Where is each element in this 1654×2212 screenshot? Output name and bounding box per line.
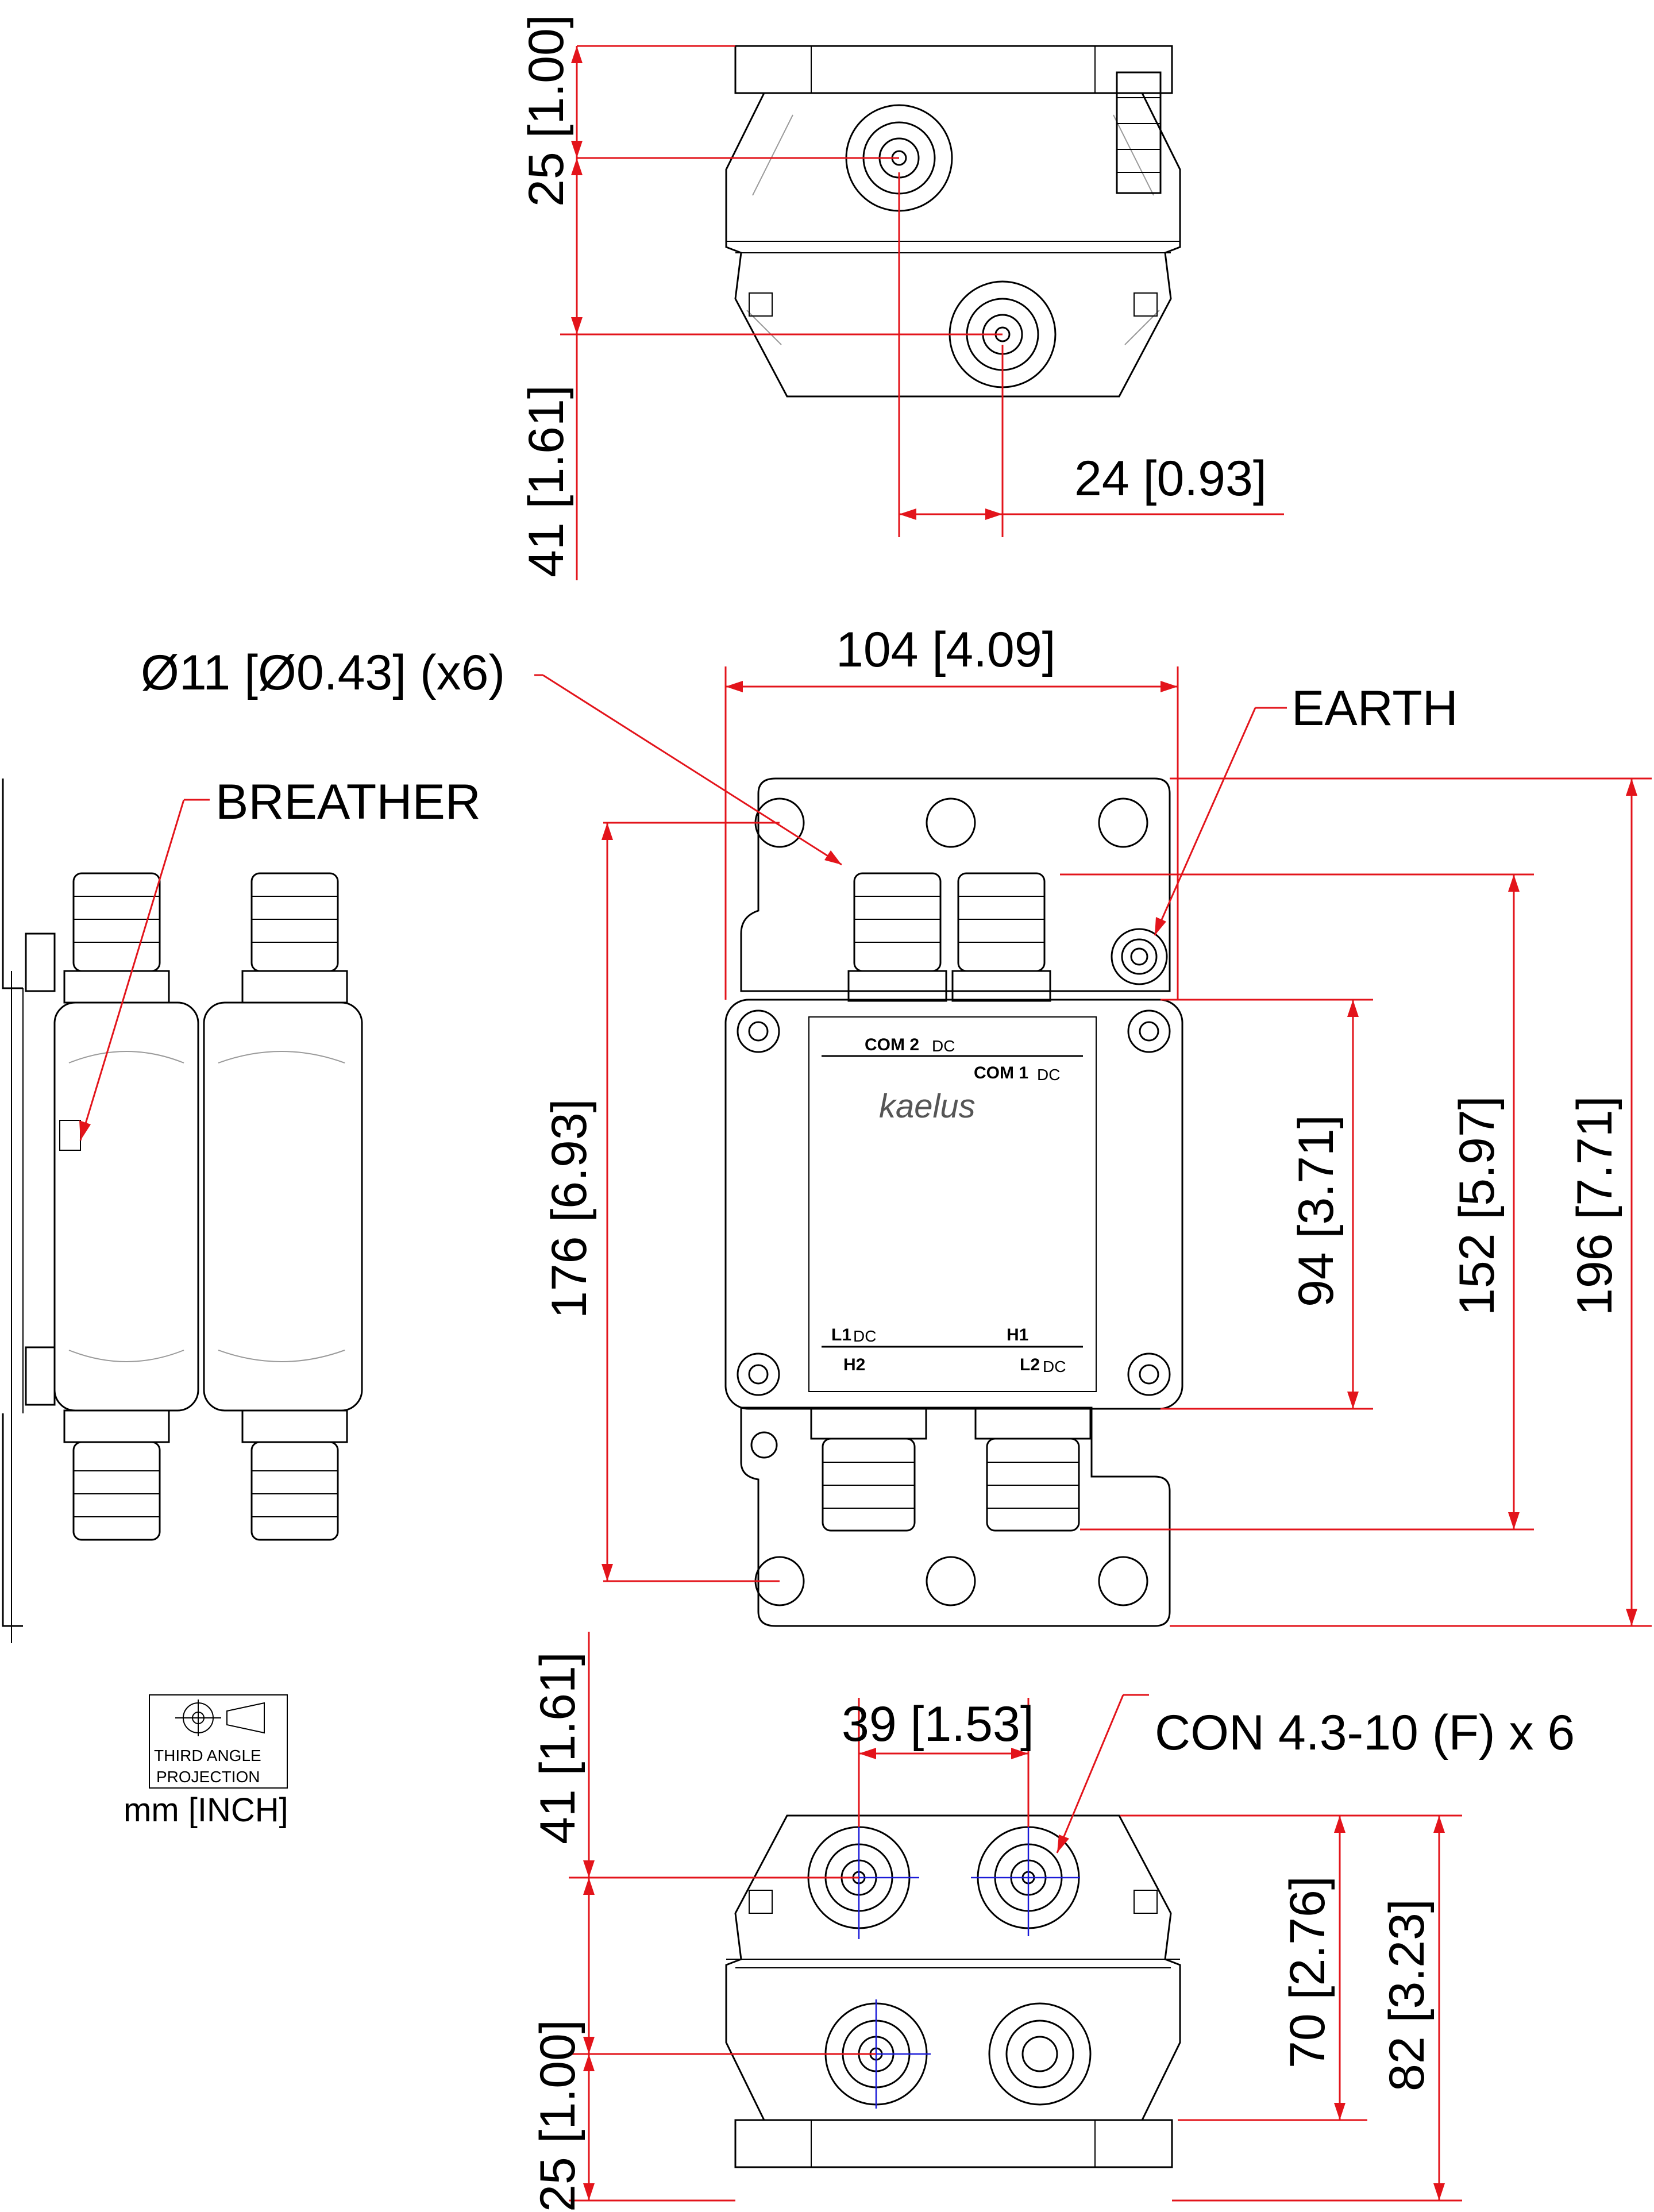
front-connector-top-right xyxy=(951,872,1051,1002)
dim-body-height: 94 [3.71] xyxy=(1289,1115,1344,1307)
top-view-dimensions xyxy=(560,45,1284,580)
projection-cone-icon xyxy=(226,1702,265,1734)
bottom-view-flange xyxy=(734,2119,1173,2168)
top-view-flange xyxy=(734,45,1173,94)
earth-stud xyxy=(1111,928,1168,985)
side-view-bracket-inner xyxy=(11,971,24,1643)
panel-label-com1: COM 1 xyxy=(974,1063,1028,1082)
dim-bottom-offset-lower: 25 [1.00] xyxy=(530,2020,585,2212)
bottom-view-dimensions xyxy=(569,1632,1462,2202)
panel-label-com1-dc: DC xyxy=(1037,1066,1060,1084)
mounting-hole xyxy=(926,797,976,848)
mounting-hole xyxy=(1098,797,1148,848)
side-view-body-left xyxy=(53,1001,199,1412)
bottom-view-screw-right xyxy=(1133,1890,1158,1914)
bottom-view xyxy=(725,1814,1181,2168)
brand-logo: kaelus xyxy=(879,1088,976,1125)
mounting-holes xyxy=(750,797,1148,1606)
breather-leader xyxy=(79,799,210,1141)
side-view-earth-stud xyxy=(25,932,56,992)
mounting-plate-bottom xyxy=(740,1406,1171,1627)
front-connector-bottom-left xyxy=(810,1408,927,1532)
dim-width: 104 [4.09] xyxy=(836,622,1056,677)
top-view-flange-inner xyxy=(811,45,1096,94)
mounting-hole xyxy=(926,1556,976,1606)
bottom-connector xyxy=(988,2002,1092,2106)
panel-label-l1: L1 xyxy=(831,1325,851,1344)
side-view-connector-bottom-left xyxy=(63,1409,170,1541)
dim-hole-pitch: 176 [6.93] xyxy=(542,1099,597,1319)
dim-depth-overall: 82 [3.23] xyxy=(1379,1899,1435,2091)
units-label: mm [INCH] xyxy=(124,1791,288,1829)
dim-top-offset-upper: 25 [1.00] xyxy=(519,14,574,207)
enclosure-body xyxy=(724,999,1183,1410)
breather-valve xyxy=(59,1120,81,1151)
front-panel xyxy=(808,1016,1097,1392)
side-view xyxy=(2,779,363,1643)
label-breather: BREATHER xyxy=(215,774,481,830)
bottom-view-screw-left xyxy=(749,1890,773,1914)
front-connector-bottom-right xyxy=(974,1408,1092,1532)
side-view-connector-bottom-right xyxy=(241,1409,348,1541)
side-view-contours xyxy=(68,1051,345,1362)
mounting-hole-small xyxy=(750,1431,778,1459)
side-view-body-right xyxy=(203,1001,363,1412)
dim-top-offset-lower: 41 [1.61] xyxy=(519,385,574,577)
projection-line-1: THIRD ANGLE xyxy=(154,1747,261,1764)
panel-label-com2-dc: DC xyxy=(932,1037,955,1055)
top-view-screw-right xyxy=(1133,292,1158,317)
dim-top-conn-spacing: 24 [0.93] xyxy=(1074,451,1267,506)
corner-screws xyxy=(737,1009,1171,1396)
bottom-centerlines xyxy=(799,1816,1080,2109)
top-view-body xyxy=(725,92,1181,398)
dim-bottom-offset-upper: 41 [1.61] xyxy=(530,1652,585,1844)
side-view-lower-stud xyxy=(25,1346,56,1406)
front-view xyxy=(724,777,1183,1627)
dim-depth-body: 70 [2.76] xyxy=(1280,1876,1335,2068)
panel-label-com2: COM 2 xyxy=(865,1035,919,1054)
corner-screw xyxy=(737,1009,780,1053)
corner-screw xyxy=(1127,1352,1171,1396)
panel-label-l2-dc: DC xyxy=(1043,1358,1066,1375)
side-view-connector-top-right xyxy=(241,872,348,1004)
mounting-plate-top xyxy=(740,777,1171,992)
dim-bottom-conn-spacing: 39 [1.53] xyxy=(842,1697,1034,1752)
corner-screw xyxy=(737,1352,780,1396)
side-view-connector-top-left xyxy=(63,872,170,1004)
panel-label-h2: H2 xyxy=(843,1355,865,1374)
mounting-hole xyxy=(1098,1556,1148,1606)
panel-label-h1: H1 xyxy=(1007,1325,1028,1344)
projection-line-2: PROJECTION xyxy=(156,1768,260,1786)
top-view xyxy=(725,45,1181,398)
corner-screw xyxy=(1127,1009,1171,1053)
dim-hole-diameter: Ø11 [Ø0.43] (x6) xyxy=(141,645,505,700)
projection-box xyxy=(149,1694,288,1789)
label-connector: CON 4.3-10 (F) x 6 xyxy=(1155,1705,1575,1760)
top-view-earth-stud xyxy=(1116,71,1162,194)
front-connector-top-left xyxy=(847,872,947,1002)
label-earth: EARTH xyxy=(1291,681,1458,736)
panel-label-l1-dc: DC xyxy=(853,1327,876,1345)
dim-conn-height: 152 [5.97] xyxy=(1449,1096,1505,1316)
panel-label-l2: L2 xyxy=(1020,1355,1040,1374)
top-view-fillets xyxy=(746,114,1160,345)
top-view-screw-left xyxy=(749,292,773,317)
dim-overall-height: 196 [7.71] xyxy=(1567,1096,1622,1316)
front-view-dimensions xyxy=(534,666,1652,1627)
side-view-bracket xyxy=(2,779,23,1627)
